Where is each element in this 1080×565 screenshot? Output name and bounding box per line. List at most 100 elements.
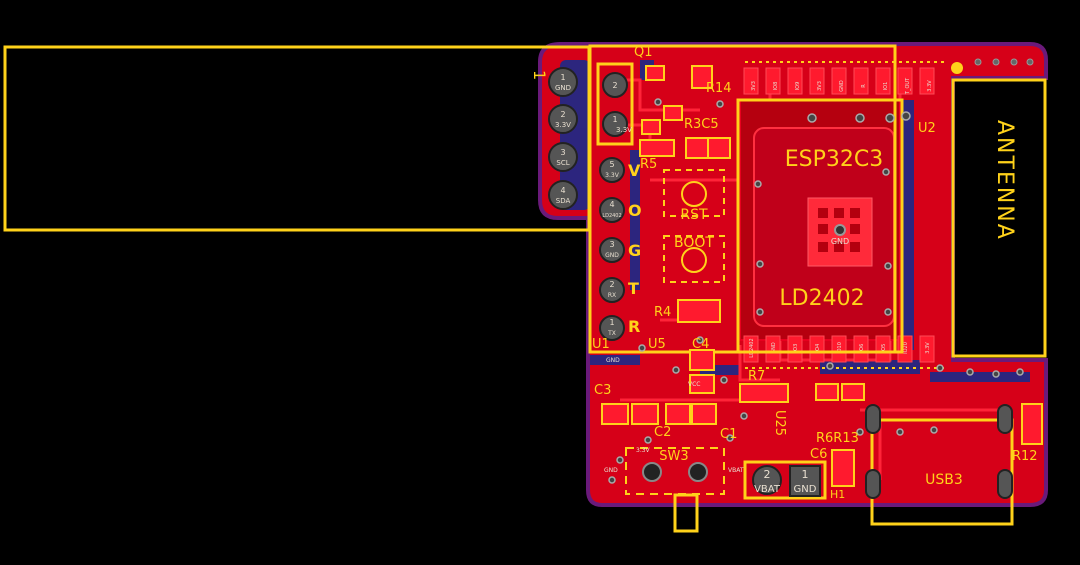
svg-text:IO4: IO4 — [815, 344, 821, 353]
svg-text:2: 2 — [612, 81, 617, 90]
power-pin-1[interactable]: 1 3.3V — [602, 111, 632, 137]
u1-label: U1 — [592, 337, 610, 352]
svg-text:IO9: IO9 — [795, 82, 801, 91]
radar-label: LD2402 — [779, 286, 864, 311]
svg-text:IO5: IO5 — [881, 344, 887, 353]
vias — [608, 98, 1024, 484]
svg-text:RST: RST — [680, 207, 708, 223]
r6r13-label: R6R13 — [816, 431, 859, 446]
svg-text:GND: GND — [605, 252, 619, 259]
svg-text:1: 1 — [802, 468, 809, 481]
power-pin-2[interactable]: 2 — [602, 72, 628, 98]
svg-text:V: V — [628, 161, 641, 180]
c4-label: C4 — [692, 337, 709, 352]
gnd-via — [834, 224, 846, 236]
boot-button[interactable]: BOOT — [663, 235, 725, 283]
svg-text:1: 1 — [612, 115, 617, 124]
u5-label: U5 — [648, 337, 666, 352]
i2c-header: 1 GND 2 3.3V 3 SCL 4 SDA — [548, 67, 578, 210]
svg-text:1: 1 — [609, 318, 614, 327]
svg-text:R: R — [861, 84, 867, 88]
ld-pin-2[interactable]: 2 RX — [599, 277, 625, 303]
h1-label: H1 — [830, 488, 845, 501]
svg-text:LD2402: LD2402 — [602, 213, 621, 219]
i2c-pin-2[interactable]: 2 3.3V — [548, 104, 578, 134]
q1-label: Q1 — [634, 45, 653, 60]
svg-text:LD2402: LD2402 — [749, 338, 755, 357]
gnd-pad-label: GND — [831, 237, 849, 246]
esp32-top-pin-labels: 3V3 IO8 IO9 3V3 GND R IO1 T_OUT 3.3V — [751, 77, 933, 95]
c2-label: C2 — [654, 425, 671, 440]
svg-text:3V3: 3V3 — [751, 81, 757, 91]
ld-pin-1[interactable]: 1 TX — [599, 315, 625, 341]
svg-text:3.3V: 3.3V — [925, 342, 931, 354]
ld-pin-5[interactable]: 5 3.3V — [599, 157, 625, 183]
i2c-pin-1[interactable]: 1 GND — [548, 67, 578, 97]
svg-text:IO20: IO20 — [903, 342, 909, 354]
sw3-label: SW3 — [659, 449, 688, 464]
svg-text:VBAT: VBAT — [728, 467, 744, 474]
svg-text:GND: GND — [771, 342, 777, 354]
mcu-label: ESP32C3 — [785, 147, 883, 172]
r14-label: R14 — [706, 81, 732, 96]
sw3-switch[interactable] — [625, 447, 725, 495]
svg-text:USB3: USB3 — [925, 472, 963, 488]
ld-header-letters: V O G T R — [628, 161, 642, 336]
svg-text:3.3V: 3.3V — [636, 447, 651, 454]
battery-connector: 2 VBAT 1 GND — [752, 465, 821, 497]
svg-text:3: 3 — [609, 240, 614, 249]
power-header-frame — [596, 62, 634, 146]
ld-header: 5 3.3V 4 LD2402 3 GND 2 RX 1 TX — [599, 157, 625, 341]
svg-text:2: 2 — [609, 280, 614, 289]
ld-pin-4[interactable]: 4 LD2402 — [599, 197, 625, 223]
svg-text:2: 2 — [764, 468, 771, 481]
r4-label: R4 — [654, 305, 671, 320]
battery-pin-vbat[interactable]: 2 VBAT — [752, 465, 782, 495]
esp32-bottom-pin-labels: LD2402 GND IO3 IO4 IO10 IO6 IO5 IO20 3.3… — [749, 338, 931, 357]
battery-pin-gnd[interactable]: 1 GND — [789, 465, 821, 497]
silkscreen-outlines — [3, 44, 1047, 533]
svg-text:IO8: IO8 — [773, 82, 779, 91]
svg-text:T_OUT: T_OUT — [905, 77, 911, 95]
svg-text:G: G — [628, 241, 641, 260]
svg-text:IO6: IO6 — [859, 344, 865, 353]
svg-text:4: 4 — [560, 186, 565, 195]
u2-label: U2 — [918, 121, 936, 136]
svg-text:4: 4 — [609, 200, 614, 209]
c3-label: C3 — [594, 383, 611, 398]
top-right-holes — [974, 58, 1034, 66]
svg-text:VCC: VCC — [688, 381, 700, 388]
esp32-bottom-pads — [743, 335, 935, 363]
thermal-vias — [818, 208, 860, 252]
svg-text:RX: RX — [608, 292, 616, 299]
r3c5-label: R3C5 — [684, 117, 719, 132]
svg-text:3V3: 3V3 — [817, 81, 823, 91]
svg-text:GND: GND — [794, 484, 817, 495]
svg-text:GND: GND — [606, 357, 620, 364]
svg-text:3.3V: 3.3V — [605, 172, 620, 179]
svg-text:SCL: SCL — [556, 159, 569, 167]
svg-text:5: 5 — [609, 160, 614, 169]
small-silk-texts: GND GND VBAT 3.3V VCC — [604, 357, 744, 474]
pin1-marker — [951, 62, 963, 74]
svg-text:BOOT: BOOT — [674, 235, 714, 251]
r5-label: R5 — [640, 157, 657, 172]
svg-text:IO10: IO10 — [837, 342, 843, 354]
silkscreen-dotted — [745, 61, 945, 369]
i2c-pin-3[interactable]: 3 SCL — [548, 142, 578, 172]
svg-text:IO1: IO1 — [883, 82, 889, 91]
svg-text:GND: GND — [604, 467, 618, 474]
c1-label: C1 — [720, 427, 737, 442]
antenna-label: ANTENNA — [992, 120, 1017, 241]
pin1-label: 1 — [530, 70, 549, 80]
svg-text:1: 1 — [560, 73, 565, 82]
i2c-pin-4[interactable]: 4 SDA — [548, 180, 578, 210]
svg-text:3.3V: 3.3V — [927, 80, 933, 92]
smd-components — [601, 65, 1043, 487]
usb3-connector[interactable]: USB3 — [865, 404, 1013, 499]
svg-text:VBAT: VBAT — [754, 484, 781, 495]
svg-text:3: 3 — [560, 148, 565, 157]
rst-button[interactable]: RST — [663, 169, 725, 223]
svg-text:O: O — [628, 201, 642, 220]
ld-pin-3[interactable]: 3 GND — [599, 237, 625, 263]
